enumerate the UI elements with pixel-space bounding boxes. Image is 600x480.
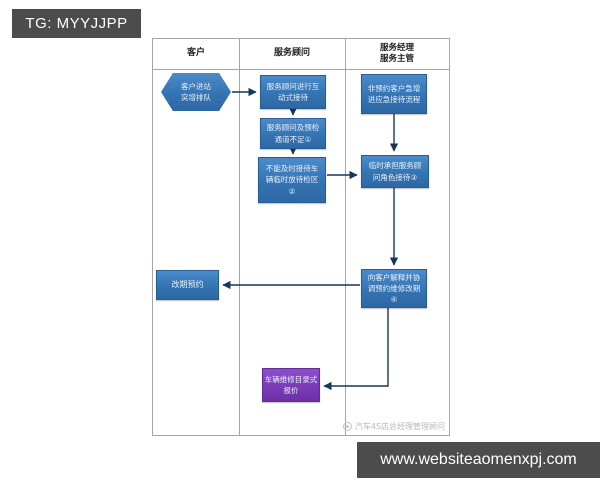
- flow-node-temporary-holding-area: 不能及时接待车 辆临时放待检区 ②: [258, 157, 326, 203]
- lane-header-separator: [153, 69, 449, 70]
- flow-node-explain-and-reschedule: 向客户解释并协 调预约维修改期 ④: [361, 269, 427, 308]
- flow-node-manager-acts-as-advisor: 临时承担服务顾 问角色接待③: [361, 155, 429, 188]
- flow-node-catalog-quotation: 车辆维修目录式 报价: [262, 368, 320, 402]
- telegram-banner-text: TG: MYYJJPP: [25, 15, 128, 32]
- flow-node-reschedule-appointment: 改期预约: [156, 270, 219, 300]
- swimlane-flowchart: 客户 服务顾问 服务经理 服务主管 客户进站 突增排队 服务顾问进行互 动式接待…: [152, 38, 450, 436]
- flow-node-emergency-reception-process: 非预约客户急增 进应急接待流程: [361, 74, 427, 114]
- lane-header-service-advisor: 服务顾问: [273, 48, 310, 59]
- watermark-logo-icon: [342, 422, 352, 431]
- flow-node-insufficient-channels: 服务顾问及预检 通道不足①: [260, 118, 326, 149]
- flow-node-interactive-reception: 服务顾问进行互 动式接待: [260, 75, 326, 109]
- watermark-text: 汽车4S店总经理管理顾问: [354, 422, 445, 431]
- telegram-banner: TG: MYYJJPP: [12, 9, 141, 38]
- lane-divider-1: [239, 39, 240, 435]
- website-banner: www.websiteaomenxpj.com: [357, 442, 600, 478]
- watermark: 汽车4S店总经理管理顾问: [342, 421, 445, 432]
- lane-divider-2: [345, 39, 346, 435]
- flow-node-customer-arrival: 客户进站 突增排队: [161, 73, 231, 111]
- lane-header-customer: 客户: [186, 48, 205, 59]
- lane-header-service-manager: 服务经理 服务主管: [379, 42, 414, 64]
- website-banner-text: www.websiteaomenxpj.com: [380, 451, 577, 468]
